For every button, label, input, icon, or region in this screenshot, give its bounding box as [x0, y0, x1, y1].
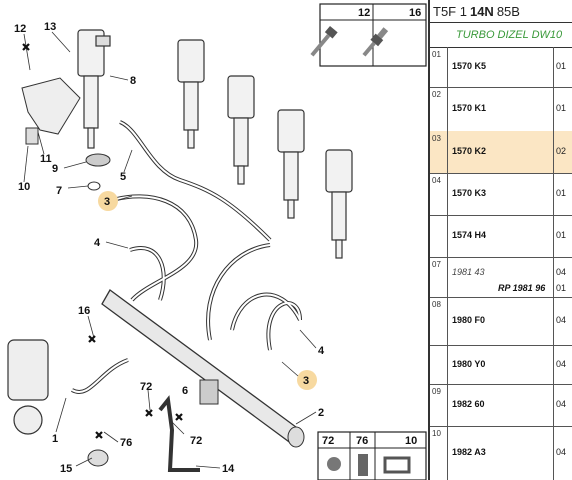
callout-72-left: 72 [140, 381, 152, 393]
seal-washer [85, 153, 111, 167]
part-reference[interactable]: 1980 F0 [452, 315, 486, 325]
callout-12: 12 [14, 23, 26, 35]
table-row[interactable]: 04 1570 K3 01 [430, 173, 572, 216]
copper-washer [87, 181, 101, 191]
part-reference[interactable]: 1570 K1 [452, 103, 487, 113]
part-reference[interactable]: 1570 K2 [452, 146, 487, 156]
header-suffix: 85B [496, 3, 520, 19]
table-row[interactable]: 1574 H4 01 [430, 215, 572, 258]
part-reference[interactable]: 1980 Y0 [452, 359, 486, 369]
sleeve [25, 127, 39, 145]
pressure-sensor [199, 379, 219, 405]
row-code: 01 [556, 61, 567, 71]
callout-72-right: 72 [190, 435, 202, 447]
row-number: 09 [432, 387, 441, 396]
table-row[interactable]: 01 1570 K5 01 [430, 47, 572, 88]
row-code: 02 [556, 146, 567, 156]
cross-markers [22, 43, 183, 439]
inset-bottom-box: 72 76 10 [317, 431, 427, 480]
row-code: 04 [556, 315, 567, 325]
callout-5: 5 [120, 171, 126, 183]
row-number: 01 [432, 50, 441, 59]
table-row[interactable]: 1980 Y0 04 [430, 345, 572, 385]
callout-16: 16 [78, 305, 90, 317]
stud-icon [362, 27, 389, 57]
clip-icon [358, 454, 368, 476]
injector-4 [277, 109, 305, 219]
callout-76: 76 [120, 437, 132, 449]
row-code: 04 [556, 447, 567, 457]
reference-header: T5F 1 14N 85B [430, 0, 572, 23]
callout-8: 8 [130, 75, 136, 87]
part-reference[interactable]: 1982 60 [452, 399, 485, 409]
part-reference[interactable]: 1570 K3 [452, 188, 487, 198]
clamp-icon [383, 456, 411, 474]
table-row[interactable]: 09 1982 60 04 [430, 384, 572, 427]
row-code: 01 [556, 230, 567, 240]
engine-subheader: TURBO DIZEL DW10 [430, 23, 572, 48]
row-number: 04 [432, 176, 441, 185]
callout-9: 9 [52, 163, 58, 175]
injector-3 [227, 75, 255, 185]
table-row[interactable]: 10 1982 A3 04 [430, 426, 572, 480]
high-pressure-pump [7, 339, 49, 435]
row-number: 03 [432, 134, 441, 143]
row-code: 01 [556, 188, 567, 198]
row-code: 04 [556, 267, 567, 277]
screw-icon [310, 26, 338, 57]
part-reference[interactable]: 1982 A3 [452, 447, 486, 457]
clip-15 [87, 449, 109, 467]
callout-15: 15 [60, 463, 72, 475]
row-number: 07 [432, 260, 441, 269]
row-code-secondary: 01 [556, 283, 567, 293]
part-reference[interactable]: 1574 H4 [452, 230, 487, 240]
inset-label-76: 76 [356, 435, 368, 447]
clamp-bracket [21, 77, 81, 135]
part-reference-secondary[interactable]: RP 1981 96 [498, 283, 546, 293]
bolt-icon [327, 457, 341, 471]
injector-1 [77, 29, 111, 149]
callout-circle-3-top [98, 191, 118, 211]
parts-table-panel: T5F 1 14N 85B TURBO DIZEL DW10 01 1570 K5… [428, 0, 572, 480]
callout-circle-3-bottom [297, 370, 317, 390]
exploded-parts-diagram: 12 16 72 76 10 [7, 3, 427, 480]
callout-1: 1 [52, 433, 58, 445]
table-row[interactable]: 07 1981 43 RP 1981 96 04 01 [430, 257, 572, 298]
inset-label-10: 10 [405, 435, 417, 447]
callout-2: 2 [318, 407, 324, 419]
callout-10: 10 [18, 181, 30, 193]
callout-13: 13 [44, 21, 56, 33]
callout-6: 6 [182, 385, 188, 397]
row-code: 01 [556, 103, 567, 113]
inset-label-12: 12 [358, 7, 370, 19]
row-number: 08 [432, 300, 441, 309]
injector-5 [325, 149, 353, 259]
callout-4-top: 4 [94, 237, 101, 249]
callout-7: 7 [56, 185, 62, 197]
row-number: 02 [432, 90, 441, 99]
table-row[interactable]: 08 1980 F0 04 [430, 297, 572, 346]
callout-11: 11 [40, 153, 52, 165]
table-row[interactable]: 02 1570 K1 01 [430, 87, 572, 132]
callout-4-bottom: 4 [318, 345, 325, 357]
inset-top-box: 12 16 [310, 3, 427, 67]
fuel-rail [101, 289, 305, 448]
header-prefix: T5F 1 [433, 3, 467, 19]
row-number: 10 [432, 429, 441, 438]
table-row[interactable]: 03 1570 K2 02 [430, 131, 572, 174]
header-code: 14N [469, 3, 494, 19]
support-bracket [158, 395, 200, 472]
callout-3-bottom: 3 [303, 375, 309, 387]
part-reference[interactable]: 1981 43 [452, 267, 485, 277]
row-code: 04 [556, 359, 567, 369]
inset-label-16: 16 [409, 7, 421, 19]
callout-14: 14 [222, 463, 235, 475]
part-reference[interactable]: 1570 K5 [452, 61, 487, 71]
injector-2 [177, 39, 205, 149]
inset-label-72: 72 [322, 435, 334, 447]
row-code: 04 [556, 399, 567, 409]
callout-3-top: 3 [104, 196, 110, 208]
